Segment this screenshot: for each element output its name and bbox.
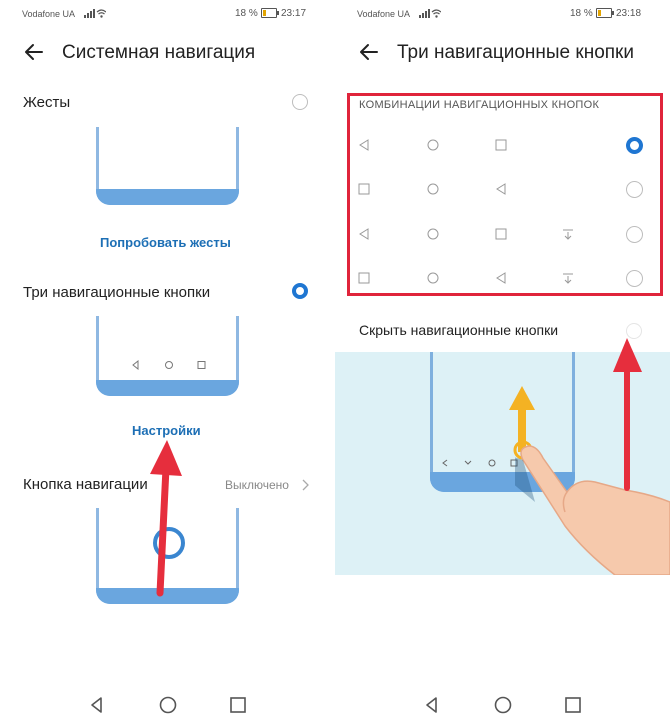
combo-row-3[interactable] — [335, 219, 670, 249]
home-circle-icon — [427, 183, 439, 195]
gestures-radio[interactable] — [292, 94, 308, 110]
back-arrow-icon[interactable] — [22, 40, 46, 64]
page-header: Три навигационные кнопки — [335, 38, 670, 68]
carrier-label: Vodafone UA — [357, 9, 411, 19]
nav-home-icon[interactable] — [157, 694, 179, 716]
nav-recents-icon[interactable] — [227, 694, 249, 716]
floating-dock-icon — [153, 527, 185, 559]
status-bar: Vodafone UA 18 % 23:18 — [335, 0, 670, 28]
option-nav-button-label[interactable]: Кнопка навигации — [23, 476, 148, 493]
hide-nav-buttons-toggle[interactable] — [626, 323, 642, 339]
swipe-up-arrow-icon — [509, 386, 535, 452]
signal-wifi-icon — [84, 9, 106, 18]
system-nav-bar — [0, 694, 335, 716]
three-buttons-radio[interactable] — [292, 283, 308, 299]
nav-button-value: Выключено — [225, 478, 289, 492]
signal-wifi-icon — [419, 9, 441, 18]
hide-buttons-demo-illustration — [335, 352, 670, 575]
nav-button-preview — [96, 508, 239, 604]
recents-square-icon — [358, 272, 370, 284]
chevron-right-icon — [302, 479, 309, 491]
home-circle-icon — [427, 272, 439, 284]
recents-square-icon — [495, 228, 507, 240]
option-gestures-label[interactable]: Жесты — [23, 94, 71, 111]
battery-icon — [596, 8, 614, 18]
nav-recents-icon[interactable] — [562, 694, 584, 716]
page-title: Три навигационные кнопки — [397, 42, 634, 63]
back-arrow-icon[interactable] — [357, 40, 381, 64]
back-triangle-icon — [359, 228, 369, 240]
nav-home-icon[interactable] — [492, 694, 514, 716]
gestures-preview — [96, 127, 239, 205]
clock: 23:18 — [616, 8, 642, 19]
three-buttons-preview — [96, 316, 239, 396]
demo-nav-icons — [442, 459, 518, 467]
nav-back-icon[interactable] — [86, 694, 108, 716]
back-triangle-icon — [496, 272, 506, 284]
recents-square-icon — [358, 183, 370, 195]
combo-3-radio[interactable] — [626, 226, 643, 243]
battery-percent: 18 % — [235, 8, 258, 19]
home-circle-icon — [427, 228, 439, 240]
recents-square-icon — [495, 139, 507, 151]
option-three-buttons-label[interactable]: Три навигационные кнопки — [23, 284, 211, 301]
right-screen: Vodafone UA 18 % 23:18 Три навигационные… — [335, 0, 670, 725]
try-gestures-link[interactable]: Попробовать жесты — [100, 235, 231, 250]
settings-link[interactable]: Настройки — [132, 423, 201, 438]
left-screen: Vodafone UA 18 % 23:17 Системная навигац… — [0, 0, 335, 716]
page-title: Системная навигация — [62, 42, 256, 63]
preview-nav-icons — [132, 360, 206, 370]
back-triangle-icon — [496, 183, 506, 195]
status-bar: Vodafone UA 18 % 23:17 — [0, 0, 335, 28]
battery-icon — [261, 8, 279, 18]
battery-percent: 18 % — [570, 8, 593, 19]
combos-section-title: КОМБИНАЦИИ НАВИГАЦИОННЫХ КНОПОК — [359, 99, 600, 111]
carrier-label: Vodafone UA — [22, 9, 76, 19]
back-triangle-icon — [359, 139, 369, 151]
combos-highlight-frame — [347, 93, 663, 296]
hand-pointer-icon — [515, 445, 670, 575]
home-circle-icon — [427, 139, 439, 151]
combo-row-2[interactable] — [335, 174, 670, 204]
system-nav-bar — [335, 694, 670, 716]
nav-back-icon[interactable] — [421, 694, 443, 716]
notification-pull-icon — [563, 273, 573, 284]
combo-4-radio[interactable] — [626, 270, 643, 287]
combo-2-radio[interactable] — [626, 181, 643, 198]
combo-row-4[interactable] — [335, 263, 670, 293]
hide-nav-buttons-label[interactable]: Скрыть навигационные кнопки — [359, 322, 559, 338]
notification-pull-icon — [563, 229, 573, 240]
annotation-arrow-red — [613, 338, 642, 491]
annotation-arrow-red — [150, 440, 182, 597]
combo-row-1[interactable] — [335, 130, 670, 160]
clock: 23:17 — [281, 8, 307, 19]
page-header: Системная навигация — [0, 38, 335, 68]
combo-1-radio[interactable] — [626, 137, 643, 154]
